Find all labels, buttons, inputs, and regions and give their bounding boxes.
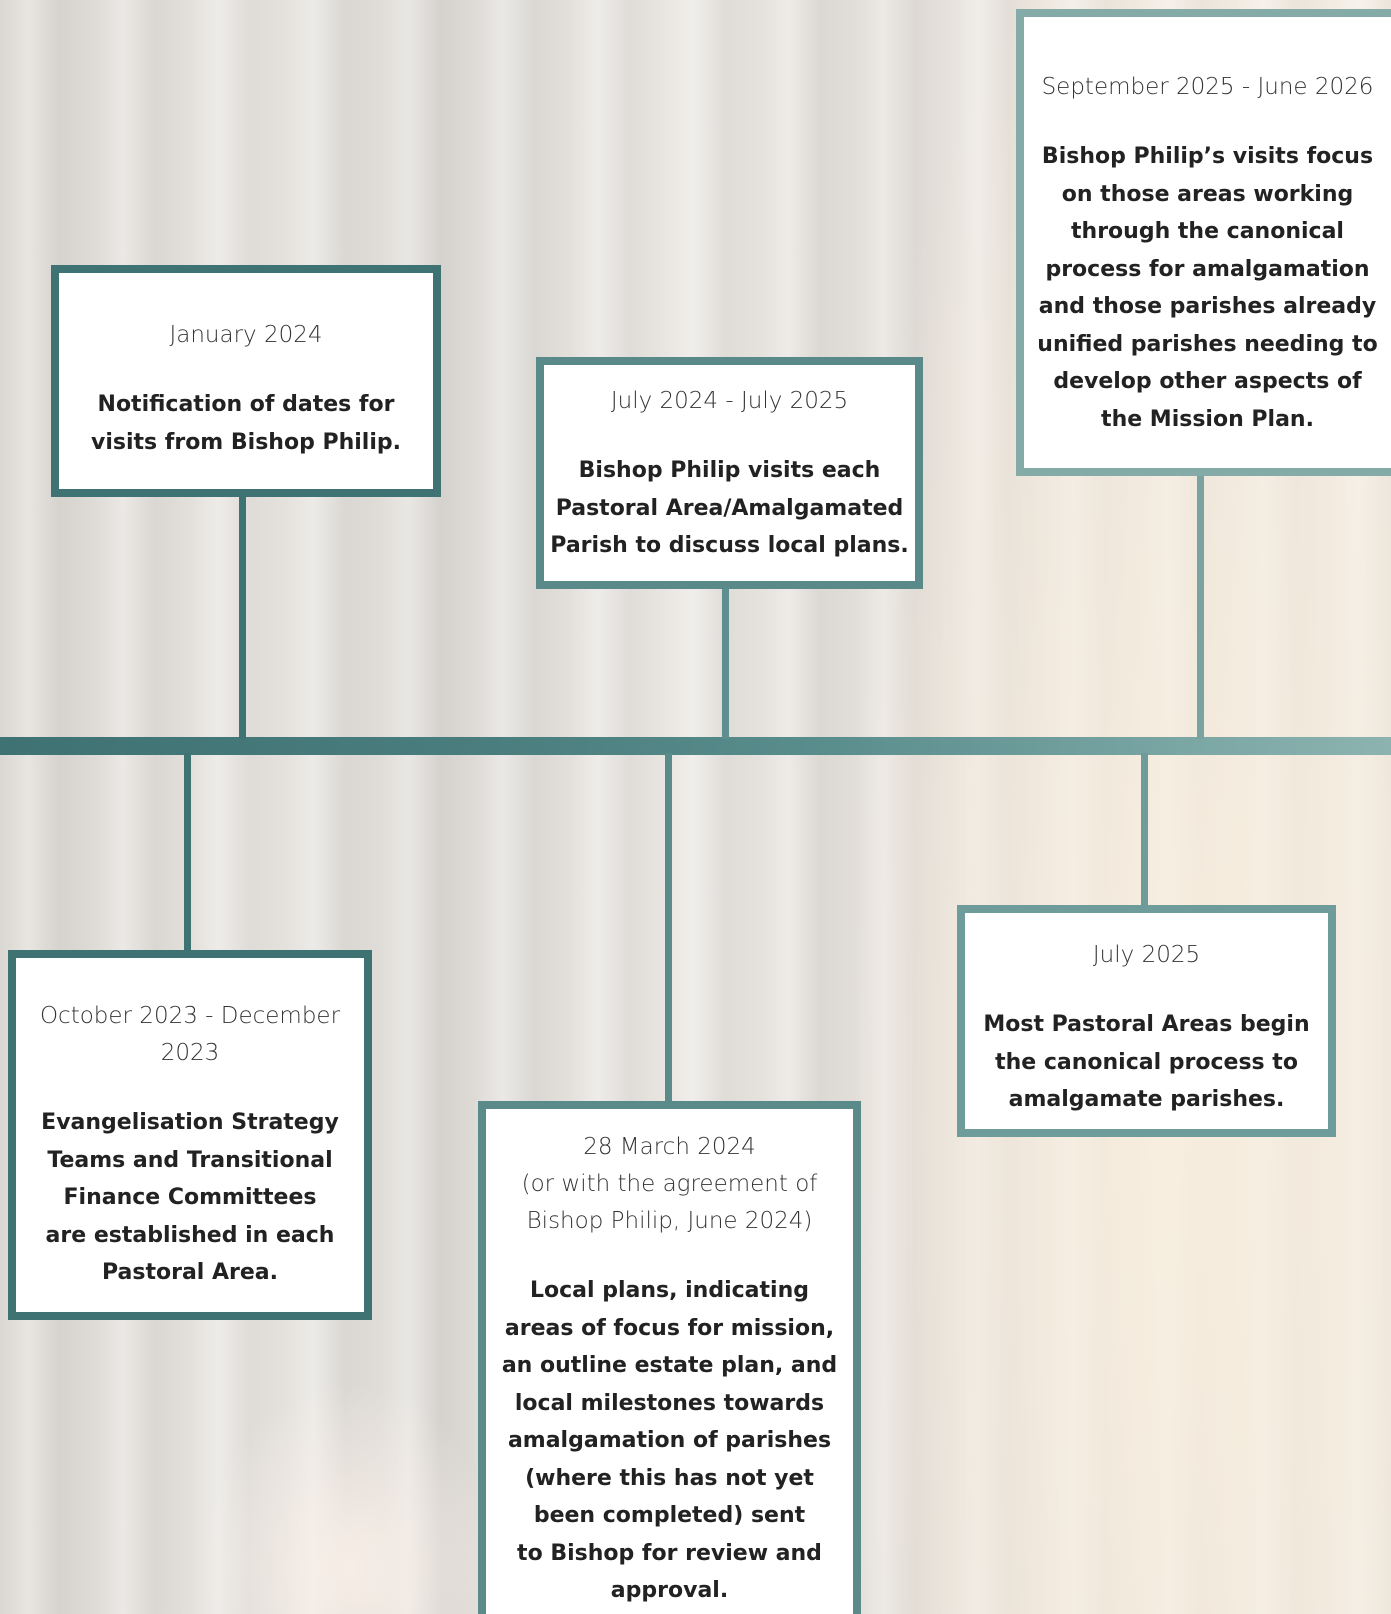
event-description: Bishop Philip visits each Pastoral Area/… xyxy=(550,458,909,558)
connector-oct-2023 xyxy=(184,753,191,953)
event-description: Local plans, indicating areas of focus f… xyxy=(501,1278,838,1603)
event-card-mar-2024: 28 March 2024 (or with the agreement of … xyxy=(478,1101,861,1614)
event-date: July 2025 xyxy=(1092,942,1201,968)
event-date: 28 March 2024 (or with the agreement of … xyxy=(521,1134,818,1234)
event-description: Evangelisation Strategy Teams and Transi… xyxy=(41,1110,339,1285)
event-description: Most Pastoral Areas begin the canonical … xyxy=(983,1012,1310,1112)
timeline-axis xyxy=(0,737,1391,755)
event-date: July 2024 - July 2025 xyxy=(610,388,849,414)
event-date: September 2025 - June 2026 xyxy=(1041,74,1374,100)
event-card-oct-2023: October 2023 - December 2023 Evangelisat… xyxy=(8,950,372,1320)
event-card-jan-2024: January 2024 Notification of dates for v… xyxy=(51,265,441,497)
connector-mar-2024 xyxy=(665,753,672,1105)
event-card-jul-2024: July 2024 - July 2025 Bishop Philip visi… xyxy=(536,357,923,589)
event-description: Bishop Philip’s visits focus on those ar… xyxy=(1037,144,1378,432)
event-description: Notification of dates for visits from Bi… xyxy=(90,392,401,455)
connector-sep-2025 xyxy=(1197,472,1204,739)
connector-jan-2024 xyxy=(239,493,246,739)
connector-jul-2024 xyxy=(722,585,729,739)
event-card-jul-2025: July 2025 Most Pastoral Areas begin the … xyxy=(957,905,1336,1137)
event-card-sep-2025: September 2025 - June 2026 Bishop Philip… xyxy=(1016,9,1391,476)
event-date: October 2023 - December 2023 xyxy=(39,1003,341,1066)
background-flower-glow xyxy=(200,1380,500,1614)
connector-jul-2025 xyxy=(1141,753,1148,908)
event-date: January 2024 xyxy=(169,322,323,348)
